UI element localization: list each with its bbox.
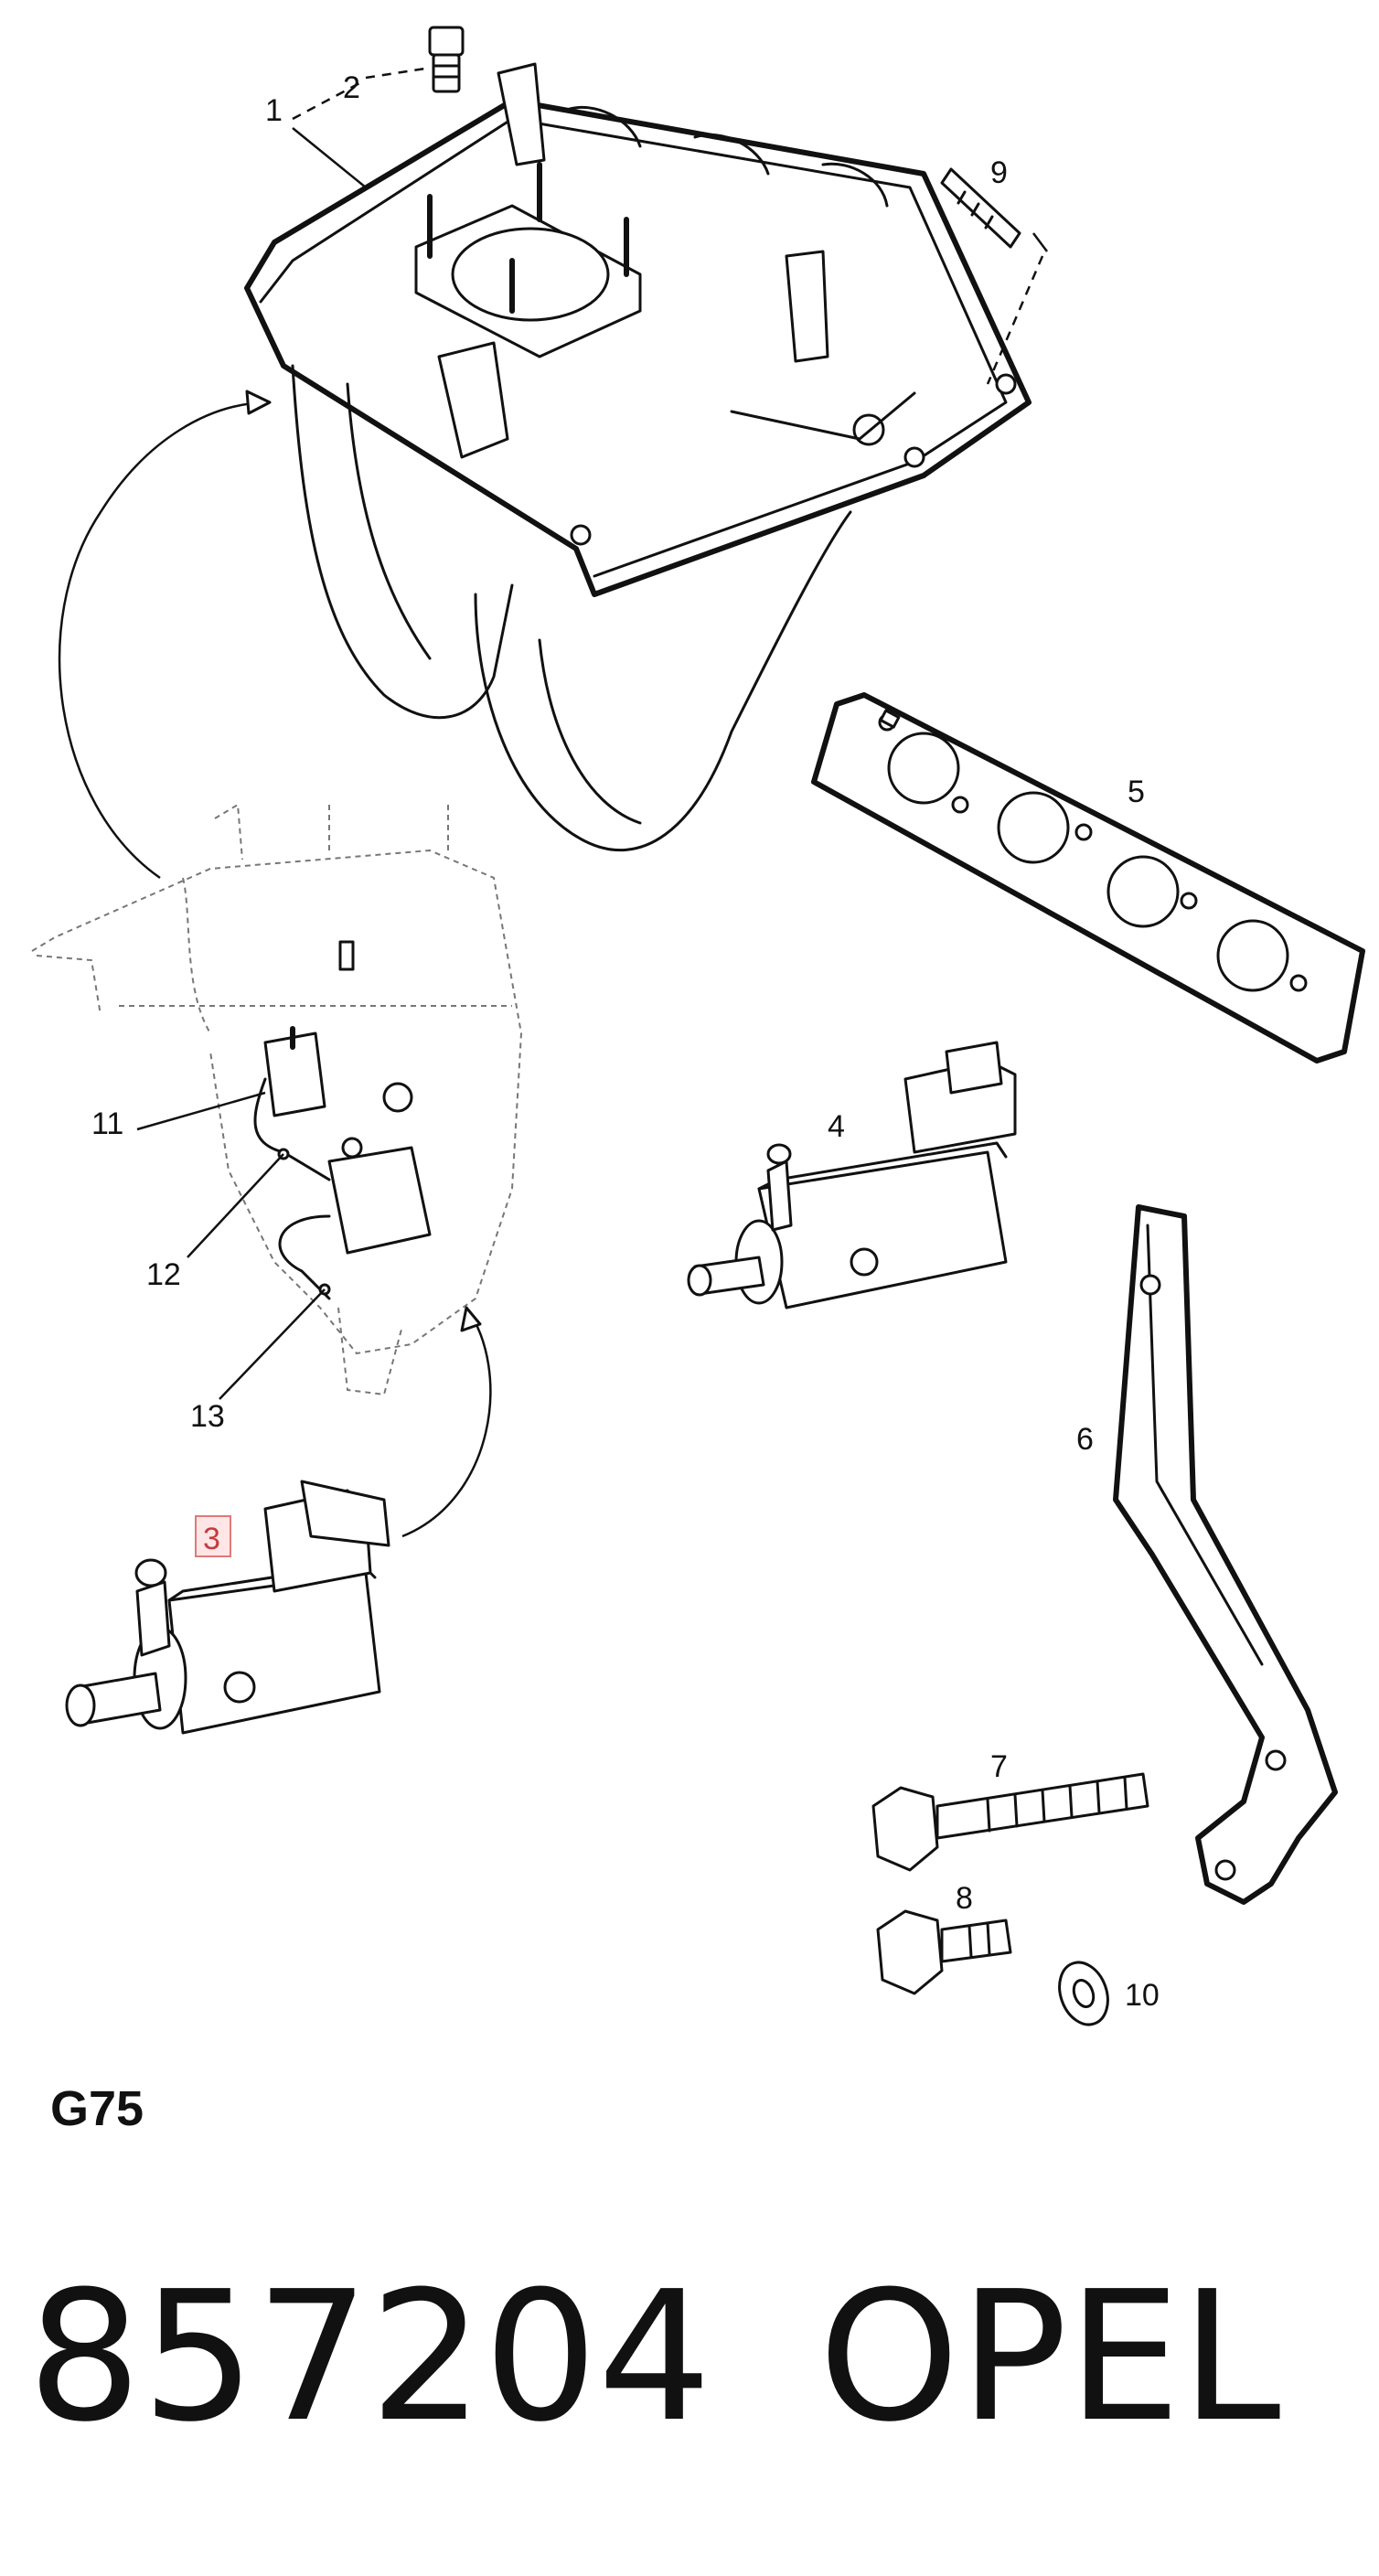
engine-assembly-outline xyxy=(31,803,523,1396)
callout-label-9: 9 xyxy=(990,155,1008,190)
callout-label-13: 13 xyxy=(190,1399,225,1434)
callout-1: 1 xyxy=(265,93,283,128)
callout-label-5: 5 xyxy=(1128,775,1145,809)
callout-label-11: 11 xyxy=(91,1106,123,1141)
callout-label-10: 10 xyxy=(1125,1978,1160,2013)
callout-12: 12 xyxy=(146,1257,181,1292)
callout-label-4: 4 xyxy=(828,1109,845,1144)
vacuum-fitting-drawing xyxy=(428,26,465,93)
callout-13: 13 xyxy=(190,1399,225,1434)
callout-label-7: 7 xyxy=(990,1749,1008,1784)
callout-3[interactable]: 3 xyxy=(195,1515,231,1557)
callout-label-6: 6 xyxy=(1076,1422,1094,1457)
solenoid-valve-lower-drawing xyxy=(65,1480,390,1735)
callout-label-3: 3 xyxy=(203,1522,220,1556)
solenoid-valve-upper-drawing xyxy=(687,1041,1017,1309)
leader-lines xyxy=(58,67,1048,1538)
short-bolt-drawing xyxy=(876,1909,1012,1995)
intake-manifold-drawing xyxy=(244,62,1032,852)
callout-6: 6 xyxy=(1076,1422,1094,1457)
callout-2: 2 xyxy=(343,70,360,105)
callout-label-12: 12 xyxy=(146,1257,181,1292)
stud-drawing xyxy=(940,167,1021,249)
part-number: 857204 xyxy=(27,2253,712,2462)
callout-5: 5 xyxy=(1128,775,1145,809)
callout-10: 10 xyxy=(1125,1978,1160,2013)
support-bracket-drawing xyxy=(1113,1204,1338,1905)
callout-label-8: 8 xyxy=(956,1881,973,1916)
callout-label-1: 1 xyxy=(265,93,283,128)
long-bolt-drawing xyxy=(871,1772,1149,1872)
manifold-gasket-drawing xyxy=(811,692,1365,1064)
callout-11: 11 xyxy=(91,1106,123,1141)
callout-3-highlight-box xyxy=(195,1515,231,1557)
callout-8: 8 xyxy=(956,1881,973,1916)
brand-name: OPEL xyxy=(818,2253,1281,2462)
group-code: G75 xyxy=(50,2081,144,2136)
callout-9: 9 xyxy=(990,155,1008,190)
callout-7: 7 xyxy=(990,1749,1008,1784)
callout-label-2: 2 xyxy=(343,70,360,105)
nut-drawing xyxy=(1058,1961,1109,2026)
callout-4: 4 xyxy=(828,1109,845,1144)
installed-components-drawing xyxy=(253,940,432,1300)
exploded-parts-diagram: 1 2 3 4 5 6 7 8 9 10 11 xyxy=(31,26,1365,2026)
